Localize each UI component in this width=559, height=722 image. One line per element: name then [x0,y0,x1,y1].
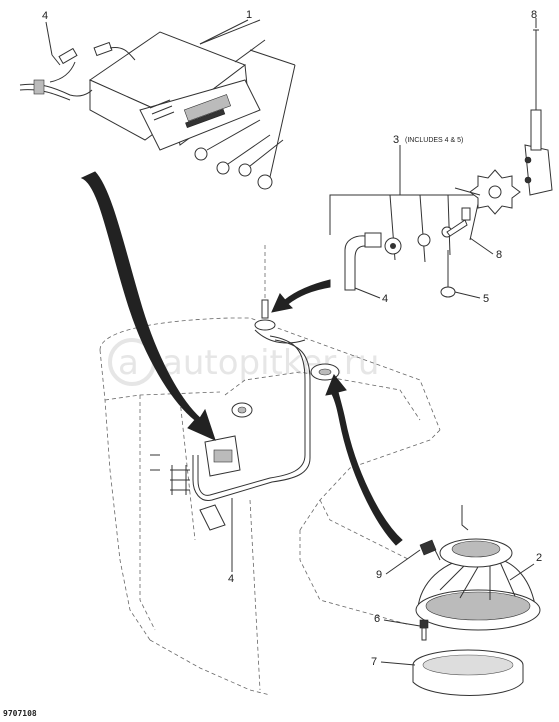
speaker-grille [412,649,524,696]
knob-3 [238,163,252,177]
kit-note: (INCLUDES 4 & 5) [405,137,463,144]
harness-plug-2 [93,41,113,57]
antenna-mast [524,18,553,196]
callout-5: 5 [483,293,489,305]
callout-9: 9 [376,569,382,581]
callout-8-top: 8 [531,9,537,21]
callout-8: 8 [496,249,502,261]
radio-display [183,94,232,122]
antenna-kit [329,18,553,298]
callout-3: 3 [393,134,399,146]
screw [419,619,429,641]
cab-antenna-base [254,245,306,344]
radio-knobs [194,49,296,190]
watermark-logo: a [118,343,139,383]
drawing-code: 9707108 [3,709,37,718]
watermark-text: autopitker.ru [162,343,379,383]
arrows [80,171,403,546]
speaker [415,505,541,631]
antenna-lead-ferrule [364,232,382,248]
radio-cassette-slot [185,108,226,129]
callout-6: 6 [374,613,380,625]
arrow-radio-to-cab [80,171,216,441]
mount-nut [440,286,456,298]
mast-mount-star [454,169,521,215]
callouts: 1 4 8 3 (INCLUDES 4 & 5) 8 4 5 4 2 9 6 7 [42,9,542,668]
antenna-spacer [461,207,471,221]
knob-1 [194,147,208,161]
cab-antenna-stub [261,299,269,319]
callout-4-lead: 4 [382,293,388,305]
knob-2 [216,161,230,175]
callout-4-bottom: 4 [228,573,234,585]
antenna-washer [417,233,431,247]
harness-plug-1 [58,47,78,65]
radio-unit [88,19,266,151]
arrow-speaker-to-cab [325,374,403,546]
cab-body [99,317,441,696]
clip [419,539,441,561]
cab-speaker-mount [231,363,340,418]
callout-2: 2 [536,552,542,564]
callout-7: 7 [371,656,377,668]
knob-4 [257,174,273,190]
cab-cable [150,335,311,531]
harness-connector [33,79,45,95]
callout-4-harness: 4 [42,10,48,22]
harness-top [19,41,136,101]
arrow-antenna-to-cab [271,279,331,313]
callout-1: 1 [246,9,252,21]
